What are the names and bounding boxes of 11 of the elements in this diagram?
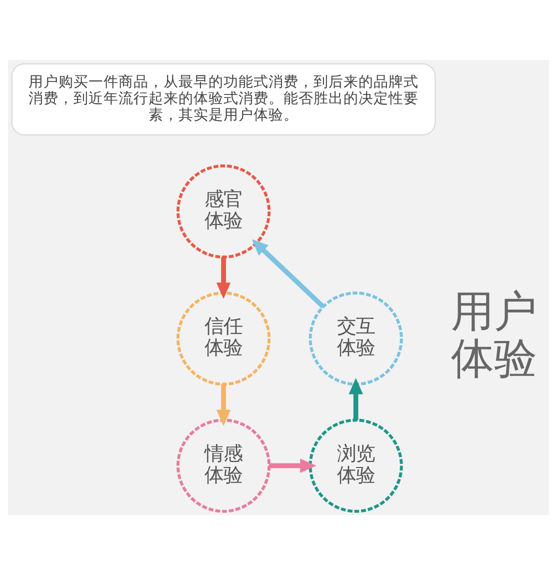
node-circle: 情感体验 xyxy=(176,418,271,513)
arrow xyxy=(252,239,325,308)
node-circle: 信任体验 xyxy=(176,292,271,386)
node-box: 用户购买一件商品，从最早的功能式消费，到后来的品牌式消费，到近年流行起来的体验式消费。能否胜出的决定性要素，其实是用户体验。 xyxy=(11,63,436,136)
node-circle: 浏览体验 xyxy=(308,418,403,513)
arrow xyxy=(216,256,231,299)
arrow xyxy=(269,458,316,473)
label: 用户体验 xyxy=(450,287,537,384)
arrow xyxy=(216,384,231,426)
arrow xyxy=(348,378,363,420)
node-circle: 交互体验 xyxy=(308,292,403,386)
